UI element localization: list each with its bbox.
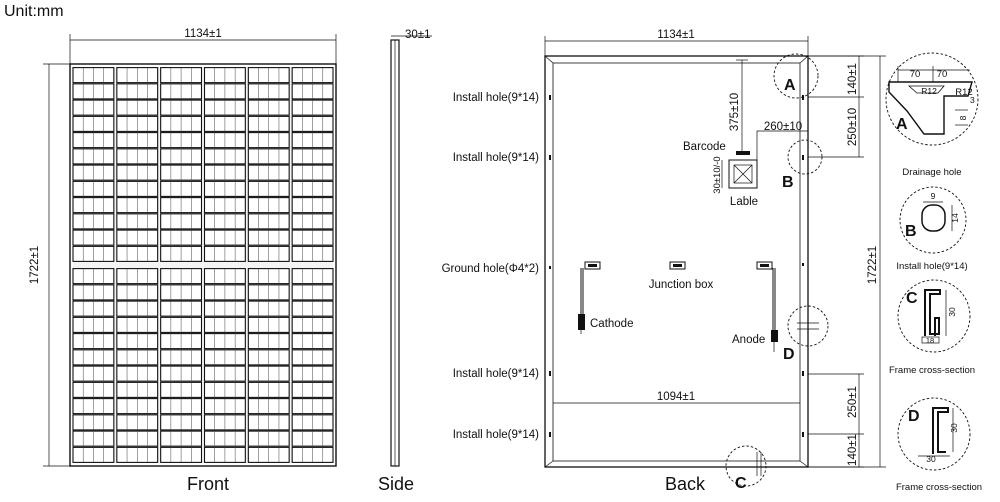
front-view: 1134±1 1722±1 Front [29,28,337,494]
back-view: 1134±1 Install hole(9*14) Install hole(9… [442,29,886,494]
install-hole-label-1: Install hole(9*14) [453,92,539,104]
detail-c-letter: C [906,290,918,307]
barcode-offset-dim: 375±10 [729,93,741,131]
callout-a-letter: A [784,77,796,94]
callout-d-circle [787,305,829,347]
label-offset-dim: 260±10 [764,121,802,133]
side-view: 30±1 Side [378,29,432,494]
callout-c-circle [725,445,767,487]
callout-a-circle [773,53,819,99]
back-height-dim: 1722±1 [867,246,879,284]
junction-box-label: Junction box [649,279,714,291]
detail-b: 9 14 B Install hole(9*14) [896,186,968,272]
detail-b-dim-2: 14 [950,213,960,223]
detail-a-dim-6: 8 [958,115,968,120]
side-view-label: Side [378,474,414,494]
detail-d: 30 30 D Frame cross-section [896,397,982,493]
callout-b-circle [787,139,823,175]
anode-label: Anode [732,334,765,346]
label-tolerance-dim: 30±10/-0 [712,156,723,193]
hole-bottom-dim: 140±1 [847,434,859,466]
detail-a-dim-1: 70 [910,69,921,80]
front-height-dim: 1722±1 [29,246,41,284]
callout-d-letter: D [783,346,795,363]
install-hole-label-3: Install hole(9*14) [453,368,539,380]
barcode [736,151,750,155]
detail-a-caption: Drainage hole [902,167,961,178]
detail-d-letter: D [908,408,920,425]
detail-c-caption: Frame cross-section [889,365,975,376]
barcode-label: Barcode [683,141,726,153]
detail-a-dim-4: R12 [955,87,972,98]
label-caption: Lable [730,196,758,208]
right-dimension-chain [808,55,886,468]
detail-a-dim-5: 3 [970,95,975,105]
hole-pitch-dim: 250±10 [847,108,859,146]
detail-b-dim-1: 9 [931,191,936,201]
install-hole-label-2: Install hole(9*14) [453,152,539,164]
detail-c-dim-1: 30 [947,307,957,317]
callout-c-letter: C [735,475,747,492]
unit-label: Unit:mm [4,3,64,20]
detail-d-dim-1: 30 [949,423,959,433]
cathode-label: Cathode [590,318,633,330]
detail-a-dim-2: 70 [937,69,948,80]
front-view-label: Front [187,474,229,494]
detail-a-dim-3: R12 [921,86,937,96]
callout-b-letter: B [782,174,794,191]
back-view-label: Back [665,474,706,494]
hole-top-dim: 140±1 [847,63,859,95]
cathode-connector [578,314,585,330]
solar-cell-grid [72,67,334,463]
detail-d-caption: Frame cross-section [896,482,982,493]
install-holes-right [802,95,804,437]
inner-width-dim: 1094±1 [657,391,695,403]
detail-a-letter: A [896,116,908,133]
front-width-dim: 1134±1 [184,28,221,40]
detail-c-dim-2: 18 [926,336,934,345]
ground-hole-label: Ground hole(Φ4*2) [442,263,540,275]
detail-c: 30 18 C Frame cross-section [889,279,975,376]
hole-bottom-pitch-dim: 250±1 [847,386,859,418]
install-holes-left [549,95,551,437]
detail-b-letter: B [905,223,917,240]
back-width-dim: 1134±1 [657,29,694,41]
detail-a: 70 70 R12 R12 3 8 A Drainage hole [885,52,979,178]
anode-connector [771,330,778,342]
side-thickness-dim: 30±1 [405,29,431,41]
detail-b-caption: Install hole(9*14) [896,261,967,272]
install-hole-label-4: Install hole(9*14) [453,429,539,441]
detail-d-dim-2: 30 [926,454,936,464]
